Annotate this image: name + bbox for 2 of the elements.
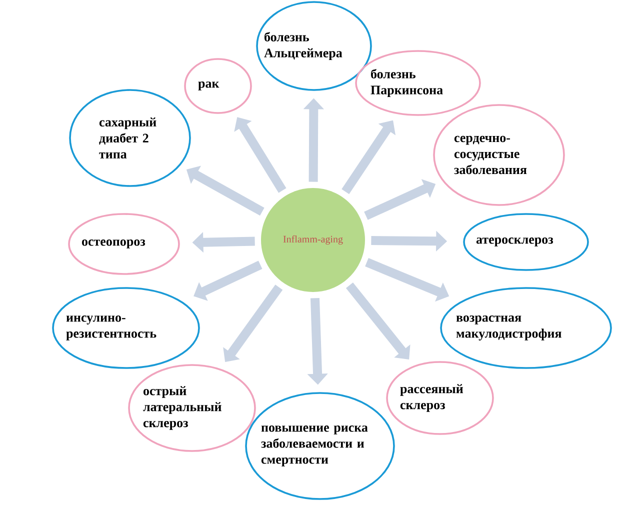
- block-arrow: [234, 117, 286, 193]
- block-arrow: [194, 260, 262, 301]
